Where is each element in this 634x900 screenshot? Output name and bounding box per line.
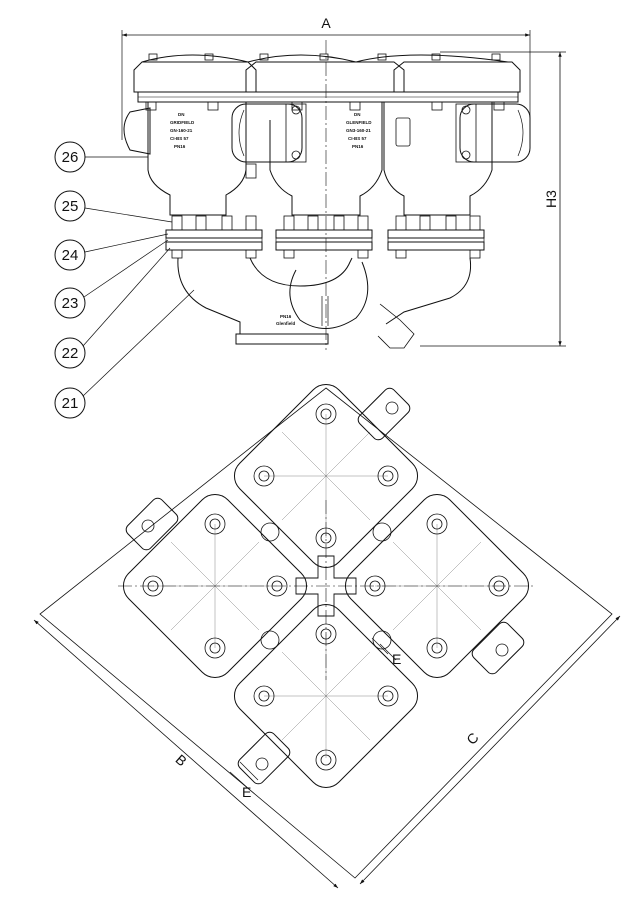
callout-24: 24 <box>54 233 169 271</box>
dimension-e-upper-label: E <box>392 651 401 667</box>
valve-bonnets <box>133 53 521 111</box>
manifold-base: PN16 Glenfield <box>177 257 472 349</box>
valve-plan-left <box>122 493 308 679</box>
actuator-plan-right <box>471 621 525 675</box>
nameplate-right-line-4: CI-BS 57 <box>348 136 367 141</box>
nameplate-left-line-3: GN-160-21 <box>170 128 193 133</box>
svg-text:25: 25 <box>62 198 79 215</box>
callout-22: 22 <box>54 247 171 369</box>
nameplate-left-line-2: GRIDFIELD <box>170 120 195 125</box>
nameplate-left-line-1: DN <box>178 112 185 117</box>
nameplate-left-line-5: PN16 <box>174 144 186 149</box>
dimension-b: B <box>33 619 339 889</box>
dimension-a-label: A <box>321 15 331 31</box>
central-cross <box>295 555 357 617</box>
svg-text:22: 22 <box>62 345 79 362</box>
actuator-plan-left <box>125 497 179 551</box>
dimension-h3-label: H3 <box>543 190 559 208</box>
dimension-c-label: C <box>463 729 482 747</box>
svg-text:24: 24 <box>62 247 79 264</box>
base-plate-line-1: PN16 <box>280 314 292 319</box>
dimension-e-lower: E <box>229 761 259 800</box>
callout-26: 26 <box>54 141 148 173</box>
nameplate-right-line-3: GN3-160-21 <box>346 128 371 133</box>
dimension-h3: H3 <box>420 51 566 347</box>
nameplate-left: DN GRIDFIELD GN-160-21 CI-BS 57 PN16 <box>170 112 195 149</box>
nameplate-right-line-2: GLENFIELD <box>346 120 372 125</box>
base-plate-line-2: Glenfield <box>276 321 296 326</box>
valve-bodies <box>147 40 493 350</box>
svg-text:26: 26 <box>62 149 79 166</box>
callouts: 26 25 24 23 22 <box>54 141 195 419</box>
callout-25: 25 <box>54 190 173 223</box>
dimension-e-lower-label: E <box>242 784 251 800</box>
callout-23: 23 <box>54 239 169 319</box>
nameplate-right-line-1: DN <box>354 112 361 117</box>
flange-stack <box>165 215 485 259</box>
nameplate-right-line-5: PN16 <box>352 144 364 149</box>
valve-plan-bottom <box>233 603 419 789</box>
callout-21: 21 <box>54 289 195 419</box>
actuator-plan-bottom <box>237 731 291 785</box>
valve-plan-right <box>344 493 530 679</box>
actuator-plan-top <box>357 387 411 441</box>
svg-text:21: 21 <box>62 395 79 412</box>
elevation-view: A H3 <box>54 15 566 419</box>
nameplate-left-line-4: CI-BS 57 <box>170 136 189 141</box>
corner-lugs <box>260 522 392 650</box>
envelope <box>39 387 613 879</box>
plan-view: B C E E <box>33 383 621 889</box>
actuator-middle <box>231 103 307 179</box>
position-indicator <box>395 117 411 147</box>
dimension-b-label: B <box>173 751 191 769</box>
svg-text:23: 23 <box>62 295 79 312</box>
actuator-left-outer <box>123 107 151 155</box>
dimension-e-upper: E <box>371 637 401 667</box>
actuator-right <box>455 103 531 163</box>
nameplate-right: DN GLENFIELD GN3-160-21 CI-BS 57 PN16 <box>346 112 372 149</box>
